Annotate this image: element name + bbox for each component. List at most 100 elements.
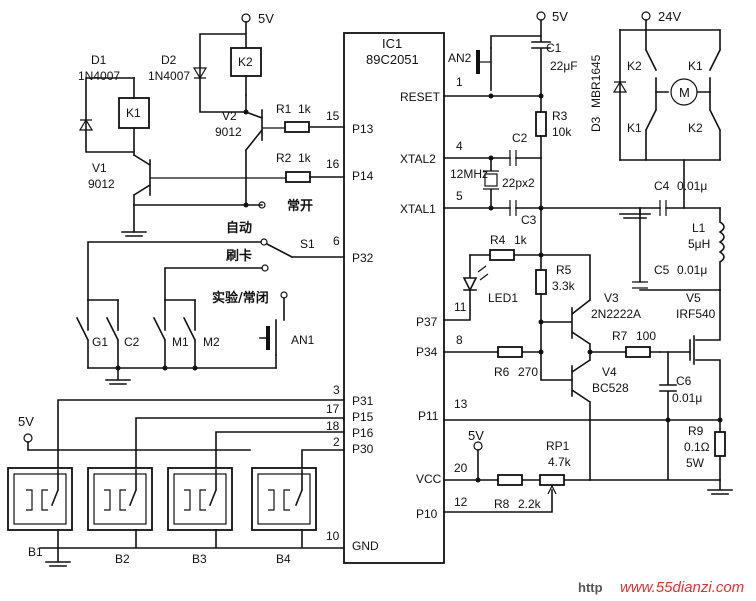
label-auto: 自动 (226, 220, 252, 236)
k2-ref: K2 (238, 55, 253, 69)
led1-ref: LED1 (488, 291, 518, 305)
r8-ref: R8 (494, 497, 510, 511)
button-an2 (476, 50, 480, 74)
vcc-label-pot: 5V (468, 428, 484, 443)
pin-p31: P31 (352, 394, 374, 408)
resistor-r5 (535, 269, 547, 295)
diode-d3 (612, 80, 628, 93)
pin-num-4: 4 (456, 139, 463, 153)
r7-ref: R7 (612, 329, 628, 343)
r8-value: 2.2k (518, 497, 542, 511)
ic1-part: 89C2051 (366, 52, 419, 67)
c3-ref: C3 (521, 213, 537, 227)
v4-ref: V4 (602, 365, 617, 379)
d3-label: D3 (589, 116, 603, 132)
transistor-v3 (540, 254, 592, 353)
resistor-r8 (497, 474, 523, 486)
c1-value: 22μF (550, 59, 578, 73)
pin-num-12: 12 (454, 495, 468, 509)
crystal (484, 173, 498, 187)
pin-p32: P32 (352, 251, 374, 265)
resistor-r7 (625, 346, 651, 358)
pin-xtal1: XTAL1 (400, 202, 436, 216)
r7-value: 100 (636, 329, 656, 343)
pin-num-1: 1 (456, 75, 463, 89)
sensor-vcc-label: 5V (18, 414, 34, 429)
d1-ref: D1 (91, 53, 107, 67)
pin-p37: P37 (416, 315, 438, 329)
d2-ref: D2 (161, 53, 177, 67)
pin-num-6: 6 (333, 234, 340, 248)
potentiometer-rp1 (539, 474, 565, 486)
c1-ref: C1 (546, 41, 562, 55)
sensor-b2 (87, 467, 153, 531)
pin-num-5: 5 (456, 189, 463, 203)
c4-value: 0.01μ (677, 179, 707, 193)
b1-ref: B1 (28, 545, 43, 559)
c23-value: 22px2 (502, 176, 535, 190)
motor (670, 78, 698, 106)
r9-power: 5W (686, 456, 705, 470)
c2-ref: C2 (124, 335, 140, 349)
switch-g1 (75, 299, 90, 369)
pin-vcc: VCC (416, 472, 442, 486)
sensor-b4 (251, 467, 317, 531)
vcc-label-reset: 5V (552, 9, 568, 24)
inductor-l1 (718, 207, 725, 291)
pin-xtal2: XTAL2 (400, 152, 436, 166)
motor-ref: M (679, 85, 690, 100)
r1-value: 1k (298, 102, 312, 116)
r2-ref: R2 (276, 151, 292, 165)
k1-contact-ref: K1 (688, 59, 703, 73)
k2-contact2-ref: K2 (688, 121, 703, 135)
pin-num-10: 10 (326, 529, 340, 543)
v5-ref: V5 (686, 291, 701, 305)
pin-num-17: 17 (326, 402, 340, 416)
switch-c2 (105, 299, 120, 369)
s1-ref: S1 (300, 237, 315, 251)
k1-ref: K1 (126, 106, 141, 120)
pin-p15: P15 (352, 410, 374, 424)
c5-value: 0.01μ (677, 263, 707, 277)
g1-ref: G1 (92, 335, 108, 349)
sensor-b3 (167, 467, 233, 531)
transistor-v4 (570, 351, 592, 481)
r5-value: 3.3k (552, 279, 576, 293)
r5-ref: R5 (556, 263, 572, 277)
pin-num-16: 16 (326, 157, 340, 171)
b4-ref: B4 (276, 552, 291, 566)
c6-value: 0.01μ (672, 391, 702, 405)
v5-value: IRF540 (676, 307, 716, 321)
r3-ref: R3 (552, 109, 568, 123)
b3-ref: B3 (192, 552, 207, 566)
ic1-body (343, 32, 445, 564)
k1-contact2-ref: K1 (627, 121, 642, 135)
ic1-ref: IC1 (382, 36, 402, 51)
l1-ref: L1 (692, 221, 706, 235)
pin-p16: P16 (352, 426, 374, 440)
c4-ref: C4 (654, 179, 670, 193)
pin-p14: P14 (352, 169, 374, 183)
v2-ref: V2 (222, 109, 237, 123)
pin-num-3: 3 (333, 383, 340, 397)
xtal-freq: 12MHz (450, 167, 488, 181)
pin-num-15: 15 (326, 109, 340, 123)
pin-reset: RESET (400, 90, 441, 104)
switch-m1 (152, 299, 167, 369)
switch-m2 (182, 299, 197, 369)
watermark-left: http (578, 580, 603, 595)
pin-num-11: 11 (454, 300, 467, 314)
pin-p34: P34 (416, 345, 438, 359)
resistor-r1 (284, 121, 310, 133)
r3-value: 10k (552, 125, 572, 139)
pin-num-2: 2 (333, 435, 340, 449)
pin-p10: P10 (416, 507, 438, 521)
r6-ref: R6 (494, 365, 510, 379)
pin-num-20: 20 (454, 461, 468, 475)
r9-ref: R9 (688, 424, 704, 438)
led1 (443, 254, 478, 321)
c6-ref: C6 (676, 374, 692, 388)
resistor-r2 (285, 171, 311, 183)
rp1-ref: RP1 (546, 439, 570, 453)
